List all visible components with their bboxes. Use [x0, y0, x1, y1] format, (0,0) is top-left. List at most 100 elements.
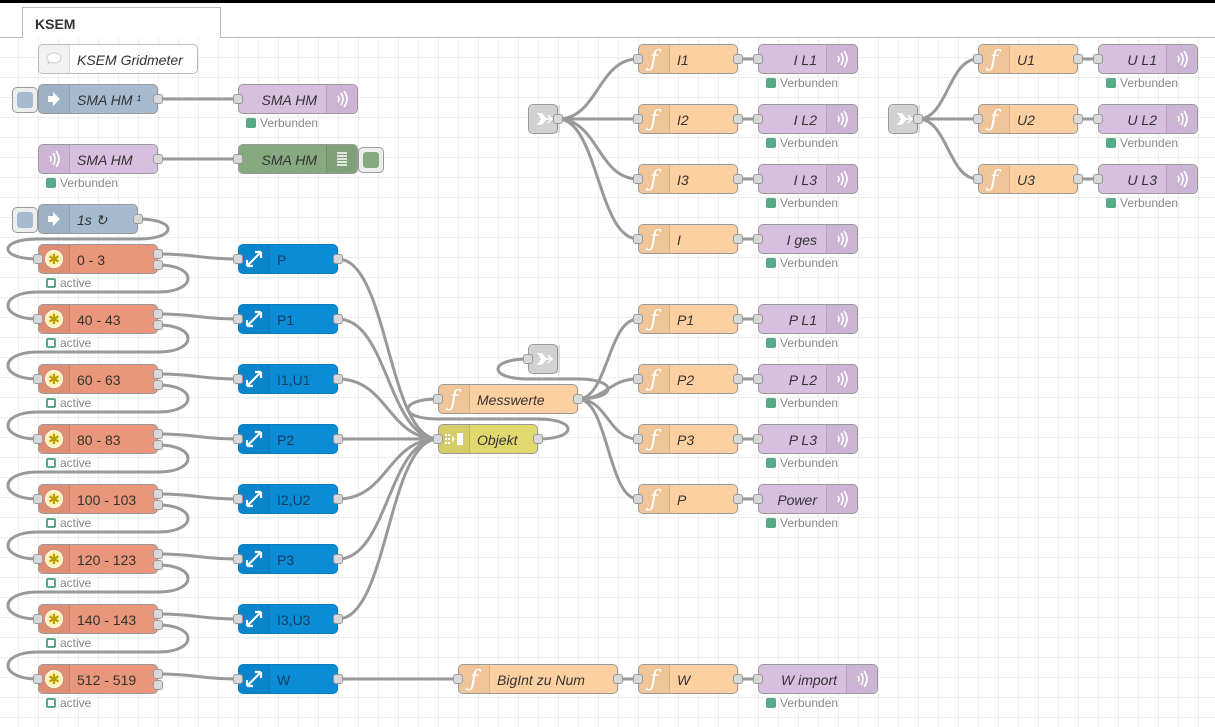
wire[interactable] [337, 377, 439, 441]
input-port[interactable] [633, 234, 643, 244]
input-port[interactable] [233, 614, 243, 624]
output-port[interactable] [733, 54, 743, 64]
output-port[interactable] [153, 489, 163, 499]
input-port[interactable] [233, 494, 243, 504]
input-port[interactable] [433, 394, 443, 404]
input-port[interactable] [33, 314, 43, 324]
output-port[interactable] [333, 554, 343, 564]
wire[interactable] [577, 397, 639, 441]
output-port[interactable] [913, 114, 923, 124]
input-port[interactable] [233, 554, 243, 564]
inject-node-1s[interactable]: 1s ↻ [38, 204, 138, 234]
output-port[interactable] [153, 620, 163, 630]
output-port[interactable] [1073, 174, 1083, 184]
input-port[interactable] [973, 114, 983, 124]
output-port[interactable] [733, 494, 743, 504]
output-port[interactable] [1073, 54, 1083, 64]
websocket-out-node[interactable]: P L2 [758, 364, 858, 394]
wire[interactable] [337, 257, 439, 441]
wire[interactable] [337, 437, 439, 561]
websocket-out-node[interactable]: I L3 [758, 164, 858, 194]
websocket-out-sma-hm[interactable]: SMA HM [238, 84, 358, 114]
wire[interactable] [157, 492, 239, 501]
websocket-out-w-import[interactable]: W import [758, 664, 878, 694]
input-port[interactable] [973, 174, 983, 184]
input-port[interactable] [233, 254, 243, 264]
wire[interactable] [577, 317, 639, 401]
change-node[interactable]: P2 [238, 424, 338, 454]
output-port[interactable] [153, 440, 163, 450]
output-port[interactable] [153, 320, 163, 330]
input-port[interactable] [753, 434, 763, 444]
debug-toggle-button[interactable] [358, 147, 384, 173]
wire[interactable] [577, 377, 639, 401]
change-node[interactable]: P1 [238, 304, 338, 334]
input-port[interactable] [633, 674, 643, 684]
wire[interactable] [337, 317, 439, 441]
change-node[interactable]: W [238, 664, 338, 694]
output-port[interactable] [153, 560, 163, 570]
wire[interactable] [917, 57, 979, 121]
websocket-out-node[interactable]: U L2 [1098, 104, 1198, 134]
inject-trigger-button[interactable] [12, 87, 38, 113]
input-port[interactable] [633, 494, 643, 504]
output-port[interactable] [733, 114, 743, 124]
input-port[interactable] [633, 114, 643, 124]
wire[interactable] [557, 117, 639, 241]
modbus-read-node[interactable]: ✱80 - 83 [38, 424, 158, 454]
input-port[interactable] [633, 374, 643, 384]
output-port[interactable] [153, 249, 163, 259]
change-node[interactable]: I2,U2 [238, 484, 338, 514]
input-port[interactable] [753, 114, 763, 124]
websocket-out-node[interactable]: Power [758, 484, 858, 514]
wire[interactable] [157, 672, 239, 681]
output-port[interactable] [333, 374, 343, 384]
input-port[interactable] [233, 674, 243, 684]
output-port[interactable] [733, 314, 743, 324]
output-port[interactable] [153, 309, 163, 319]
websocket-out-node[interactable]: P L3 [758, 424, 858, 454]
output-port[interactable] [333, 674, 343, 684]
modbus-read-node[interactable]: ✱120 - 123 [38, 544, 158, 574]
input-port[interactable] [1093, 114, 1103, 124]
wire[interactable] [157, 252, 239, 261]
input-port[interactable] [233, 154, 243, 164]
wire[interactable] [157, 312, 239, 321]
input-port[interactable] [433, 434, 443, 444]
input-port[interactable] [633, 434, 643, 444]
input-port[interactable] [453, 674, 463, 684]
output-port[interactable] [553, 114, 563, 124]
wire[interactable] [157, 372, 239, 381]
output-port[interactable] [733, 374, 743, 384]
modbus-read-node[interactable]: ✱40 - 43 [38, 304, 158, 334]
output-port[interactable] [153, 380, 163, 390]
output-port[interactable] [573, 394, 583, 404]
output-port[interactable] [613, 674, 623, 684]
modbus-read-node[interactable]: ✱60 - 63 [38, 364, 158, 394]
input-port[interactable] [753, 674, 763, 684]
output-port[interactable] [153, 680, 163, 690]
input-port[interactable] [633, 54, 643, 64]
change-node[interactable]: P [238, 244, 338, 274]
output-port[interactable] [153, 260, 163, 270]
wire[interactable] [157, 432, 239, 441]
output-port[interactable] [333, 254, 343, 264]
output-port[interactable] [153, 369, 163, 379]
change-node[interactable]: I1,U1 [238, 364, 338, 394]
input-port[interactable] [33, 374, 43, 384]
input-port[interactable] [753, 314, 763, 324]
wire[interactable] [157, 612, 239, 621]
change-node[interactable]: I3,U3 [238, 604, 338, 634]
input-port[interactable] [753, 174, 763, 184]
input-port[interactable] [233, 374, 243, 384]
input-port[interactable] [633, 174, 643, 184]
output-port[interactable] [153, 549, 163, 559]
wire[interactable] [577, 397, 639, 501]
